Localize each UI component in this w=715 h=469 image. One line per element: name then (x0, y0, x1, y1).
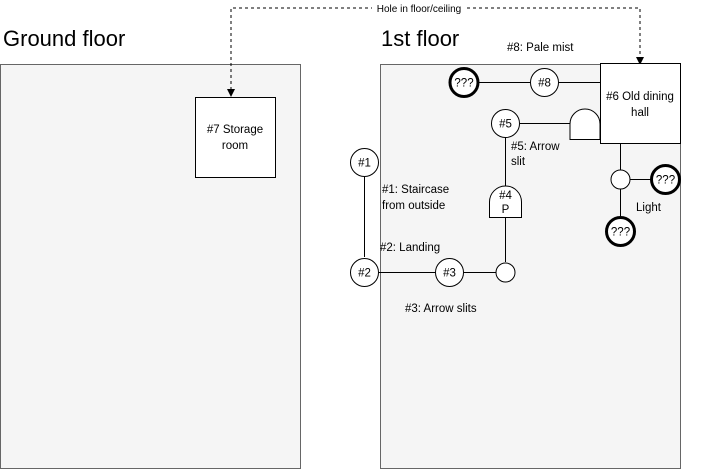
node-3-label: #3 (443, 268, 456, 280)
dining-hall-label-1: #6 Old dining (606, 91, 674, 103)
unknown-node-right-label: ??? (656, 175, 675, 187)
unknown-node-left (448, 67, 480, 98)
arrow-head-icon (636, 57, 644, 65)
node-4-sublabel: P (502, 204, 510, 216)
node-2-label: #2 (358, 268, 371, 280)
node-2 (350, 258, 379, 287)
light-junction-node (610, 169, 631, 190)
arrow-slit-label-1: #5: Arrow (511, 141, 560, 153)
node-4 (489, 185, 522, 218)
arrow-slits-label: #3: Arrow slits (405, 303, 477, 315)
node-8-label: #8 (538, 78, 551, 90)
unknown-node-left-label: ??? (454, 78, 473, 90)
unknown-node-bottom-label: ??? (611, 227, 630, 239)
node-5 (491, 109, 520, 138)
storage-room (195, 97, 276, 178)
edges (364, 82, 651, 273)
unknown-node-right (650, 164, 681, 195)
hole-connector: Hole in floor/ceiling (227, 3, 644, 97)
first-floor-title: 1st floor (381, 26, 459, 51)
arrow-head-icon (227, 89, 235, 97)
node-1-label: #1 (358, 158, 371, 170)
unknown-node-bottom (605, 216, 636, 247)
arrow-slit-label-2: slit (511, 156, 526, 168)
pale-mist-label: #8: Pale mist (507, 42, 574, 54)
staircase-label-1: #1: Staircase (382, 184, 449, 196)
junction-node (495, 262, 516, 283)
node-4-label: #4 (499, 190, 512, 202)
light-label: Light (636, 202, 662, 214)
landing-label: #2: Landing (380, 242, 440, 254)
ground-floor-title: Ground floor (3, 26, 125, 51)
hole-connector-label: Hole in floor/ceiling (377, 4, 462, 15)
storage-room-label-1: #7 Storage (207, 124, 263, 136)
dining-hall-label-2: hall (631, 107, 649, 119)
door-shape (569, 108, 601, 140)
node-3 (435, 258, 464, 287)
node-1 (350, 148, 379, 177)
node-8 (530, 68, 559, 97)
staircase-label-2: from outside (382, 200, 445, 212)
storage-room-label-2: room (222, 140, 248, 152)
node-5-label: #5 (499, 119, 512, 131)
dining-hall-room (600, 63, 681, 144)
